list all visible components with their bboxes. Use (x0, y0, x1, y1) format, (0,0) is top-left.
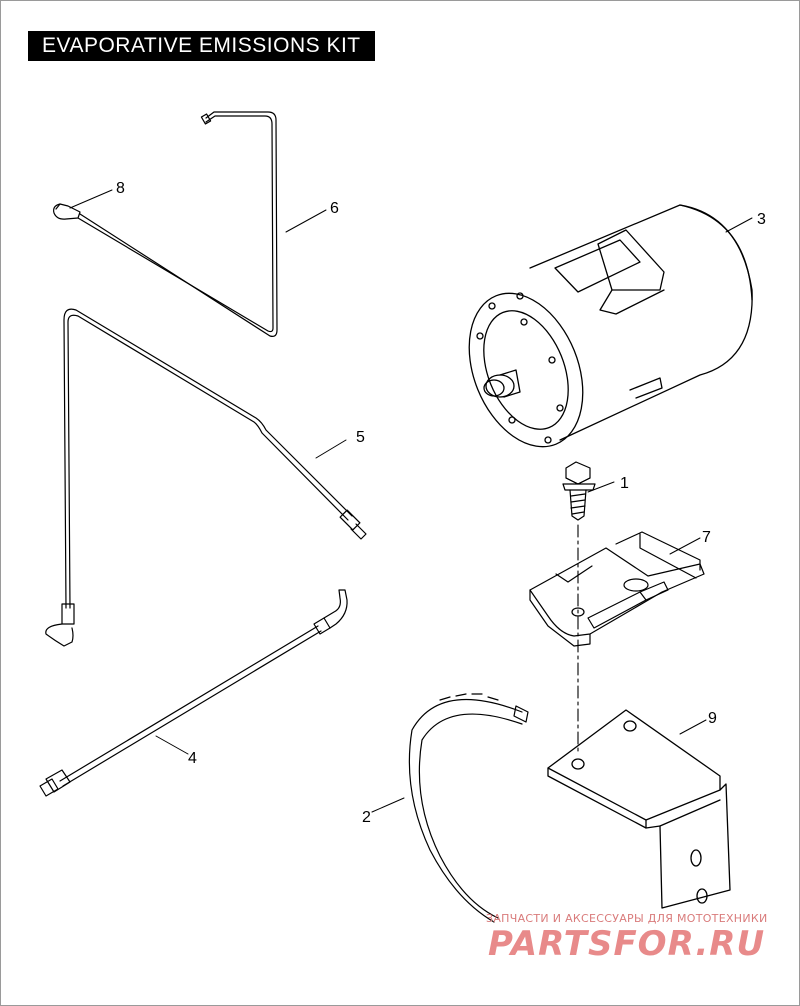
callout-5: 5 (356, 429, 365, 446)
part-5-hose (45, 308, 367, 647)
part-1-bolt (562, 461, 596, 521)
callout-2: 2 (362, 809, 371, 826)
page-title: EVAPORATIVE EMISSIONS KIT (42, 34, 361, 57)
callout-1: 1 (620, 475, 629, 492)
callout-3: 3 (757, 211, 766, 228)
part-8-elbow (53, 203, 81, 220)
callout-4: 4 (188, 750, 197, 767)
callout-7: 7 (702, 529, 711, 546)
callout-8: 8 (116, 180, 125, 197)
part-4-hose (39, 589, 348, 797)
callout-6: 6 (330, 200, 339, 217)
watermark-subtitle: ЗАПЧАСТИ И АКСЕССУАРЫ ДЛЯ МОТОТЕХНИКИ (486, 912, 768, 925)
part-9-bracket (547, 709, 731, 909)
part-7-bracket (529, 531, 705, 647)
part-2-strap (408, 693, 529, 923)
part-3-canister (468, 204, 753, 448)
callout-9: 9 (708, 710, 717, 727)
title-banner: EVAPORATIVE EMISSIONS KIT (28, 31, 375, 61)
part-6-hose (77, 111, 278, 337)
watermark-logo: PARTSFOR.RU (488, 924, 766, 964)
leader-lines (69, 189, 753, 813)
